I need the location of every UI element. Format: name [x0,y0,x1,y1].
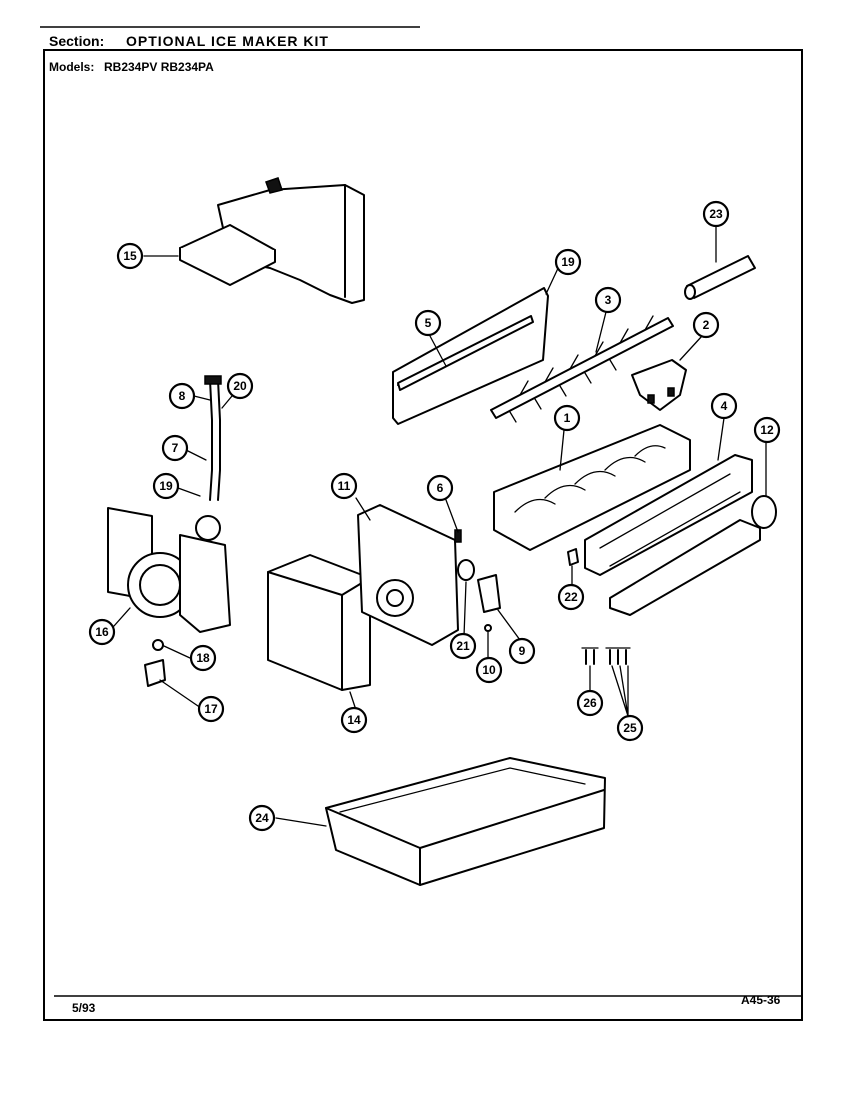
svg-text:26: 26 [583,696,597,710]
callout-17: 17 [197,695,225,723]
svg-text:1: 1 [564,411,571,425]
svg-text:19: 19 [561,255,575,269]
part-14-cover [267,554,371,691]
svg-text:12: 12 [760,423,774,437]
part-1-mold [493,424,753,576]
callout-20: 20 [226,372,254,400]
callout-7: 7 [161,434,189,462]
part-25-26-screws [581,647,631,665]
callout-24: 24 [248,804,276,832]
svg-text:8: 8 [179,389,186,403]
svg-text:9: 9 [519,644,526,658]
part-18-17-fittings [144,639,166,687]
svg-text:19: 19 [159,479,173,493]
water-line-assembly [204,375,222,501]
part-11-motor-housing [357,504,459,646]
svg-text:10: 10 [482,663,496,677]
leader-lines [113,225,767,827]
part-12-heater [609,495,777,616]
callout-18: 18 [189,644,217,672]
callout-16: 16 [88,618,116,646]
part-5-shield [392,287,549,425]
callout-26: 26 [576,689,604,717]
svg-text:25: 25 [623,721,637,735]
svg-text:20: 20 [233,379,247,393]
section-label: Section: [49,33,104,49]
callout-10: 10 [475,656,503,684]
callout-19-top: 19 [554,248,582,276]
part-16-water-valve [107,507,231,633]
part-2-bracket [631,359,687,411]
svg-text:14: 14 [347,713,361,727]
svg-text:18: 18 [196,651,210,665]
svg-text:5: 5 [425,316,432,330]
callout-21: 21 [449,632,477,660]
svg-text:15: 15 [123,249,137,263]
callout-14: 14 [340,706,368,734]
callout-4: 4 [710,392,738,420]
callout-12: 12 [753,416,781,444]
footer-date: 5/93 [72,1001,96,1015]
callout-23: 23 [702,200,730,228]
svg-text:11: 11 [338,479,351,493]
callout-19-left: 19 [152,472,180,500]
small-parts [454,529,579,632]
callout-5: 5 [414,309,442,337]
models-value: RB234PV RB234PA [104,60,214,74]
part-3-ejector [490,315,674,423]
svg-text:16: 16 [95,625,109,639]
svg-text:24: 24 [255,811,269,825]
part-24-ice-bucket [325,757,606,886]
svg-text:21: 21 [456,639,470,653]
callout-25: 25 [616,714,644,742]
callout-8-left: 8 [168,382,196,410]
callout-6: 6 [426,474,454,502]
svg-text:23: 23 [709,207,723,221]
callout-9: 9 [508,637,536,665]
svg-text:2: 2 [703,318,710,332]
svg-text:7: 7 [172,441,179,455]
svg-text:3: 3 [605,293,612,307]
models-label: Models: [49,60,94,74]
section-title: OPTIONAL ICE MAKER KIT [126,33,329,49]
callout-22: 22 [557,583,585,611]
svg-text:17: 17 [204,702,218,716]
callout-11: 11 [330,472,358,500]
callout-2: 2 [692,311,720,339]
part-23-fill-tube [684,255,756,300]
svg-text:4: 4 [721,399,728,413]
callout-15: 15 [116,242,144,270]
callout-1: 1 [553,404,581,432]
svg-text:22: 22 [564,590,578,604]
svg-text:6: 6 [437,481,444,495]
callout-3: 3 [594,286,622,314]
diagram-frame [43,49,803,1021]
footer-page-code: A45-36 [741,993,781,1007]
callouts: 15 23 19 5 3 2 8 20 7 19 11 6 1 4 12 16 … [88,200,781,832]
part-15-cover-shroud [179,177,365,304]
